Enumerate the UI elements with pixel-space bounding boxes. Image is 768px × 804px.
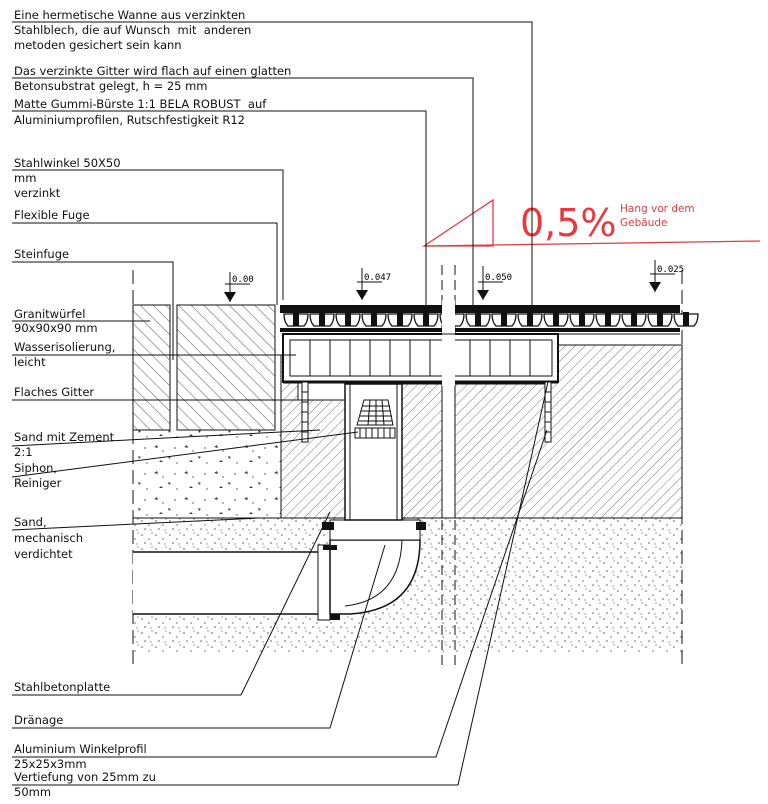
mat-bristle <box>475 312 481 326</box>
label-sand-compacted: Sand, <box>14 515 47 529</box>
granite-cubes <box>132 304 276 431</box>
label-hermetic-tray: Eine hermetische Wanne aus verzinkten <box>14 8 246 22</box>
label-recess-line2: 50mm <box>14 785 52 799</box>
label-granite: Granitwürfel <box>14 307 86 321</box>
level-marker: 0.050 <box>477 266 512 300</box>
sand-cement <box>133 430 281 518</box>
label-siphon-line2: Reiniger <box>14 476 62 490</box>
concrete <box>280 344 683 519</box>
brush-mat <box>280 300 699 336</box>
level-label: 0.050 <box>485 273 512 283</box>
mat-bristle <box>501 312 507 326</box>
label-sand-compacted-line3: verdichtet <box>14 547 73 561</box>
mat-bristle <box>631 312 637 326</box>
label-sand-cement-line2: 2:1 <box>14 445 33 459</box>
level-label: 0.047 <box>364 273 391 283</box>
label-sand-compacted-line2: mechanisch <box>14 531 84 545</box>
level-markers: 0.00 0.047 0.050 0.025 <box>224 260 684 302</box>
mat-bristle <box>657 312 663 326</box>
label-steel-angle: Stahlwinkel 50X50 <box>14 156 121 170</box>
slope-value: 0,5% <box>520 201 617 245</box>
mat-bristle <box>345 312 351 326</box>
mat-bristle <box>371 312 377 326</box>
label-steel-angle-line2: mm <box>14 171 37 185</box>
label-drainage: Dränage <box>14 713 64 727</box>
slope-indicator: 0,5% <box>421 198 761 247</box>
mat-bristle <box>397 312 403 326</box>
slope-note-line2: Gebäude <box>620 217 668 229</box>
siphon <box>344 383 403 521</box>
label-grid-line2: Betonsubstrat gelegt, h = 25 mm <box>14 79 208 93</box>
mat-bristle <box>527 312 533 326</box>
mat-bristle <box>553 312 559 326</box>
mat-bristle <box>579 312 585 326</box>
level-label: 0.00 <box>232 275 254 285</box>
mat-bristle <box>683 312 689 326</box>
label-alu-profile: Aluminium Winkelprofil <box>14 742 147 756</box>
slope-note: Hang vor dem <box>620 203 695 215</box>
label-hermetic-tray-line3: metoden gesichert sein kann <box>14 38 182 52</box>
level-label: 0.025 <box>657 265 684 275</box>
drain-trough <box>282 330 559 443</box>
label-brush-mat: Matte Gummi-Bürste 1:1 BELA ROBUST auf <box>14 97 267 111</box>
label-flat-grid: Flaches Gitter <box>14 385 95 399</box>
label-stone-joint: Steinfuge <box>14 247 70 261</box>
mat-bristle <box>319 312 325 326</box>
label-recess: Vertiefung von 25mm zu <box>14 770 156 784</box>
level-marker: 0.025 <box>649 260 684 292</box>
label-brush-mat-line2: Aluminiumprofilen, Rutschfestigkeit R12 <box>14 113 245 127</box>
label-granite-line2: 90x90x90 mm <box>14 321 98 335</box>
mat-bristle <box>423 312 429 326</box>
label-alu-profile-line2: 25x25x3mm <box>14 757 87 771</box>
leader-lines <box>11 21 549 786</box>
label-sand-cement: Sand mit Zement <box>14 430 115 444</box>
level-marker: 0.047 <box>356 268 391 300</box>
label-flexible-joint: Flexible Fuge <box>14 208 90 222</box>
label-waterproofing: Wasserisolierung, <box>14 340 116 354</box>
label-concrete-slab: Stahlbetonplatte <box>14 680 111 694</box>
mat-bristle <box>605 312 611 326</box>
label-waterproofing-line2: leicht <box>14 355 46 369</box>
label-steel-angle-line3: verzinkt <box>14 186 61 200</box>
drainage-pipe <box>133 519 426 621</box>
mat-bristle <box>293 312 299 326</box>
label-siphon: Siphon, <box>14 461 58 475</box>
label-grid: Das verzinkte Gitter wird flach auf eine… <box>14 64 292 78</box>
level-marker: 0.00 <box>224 272 254 302</box>
label-hermetic-tray-line2: Stahlblech, die auf Wunsch mit anderen <box>14 23 252 37</box>
